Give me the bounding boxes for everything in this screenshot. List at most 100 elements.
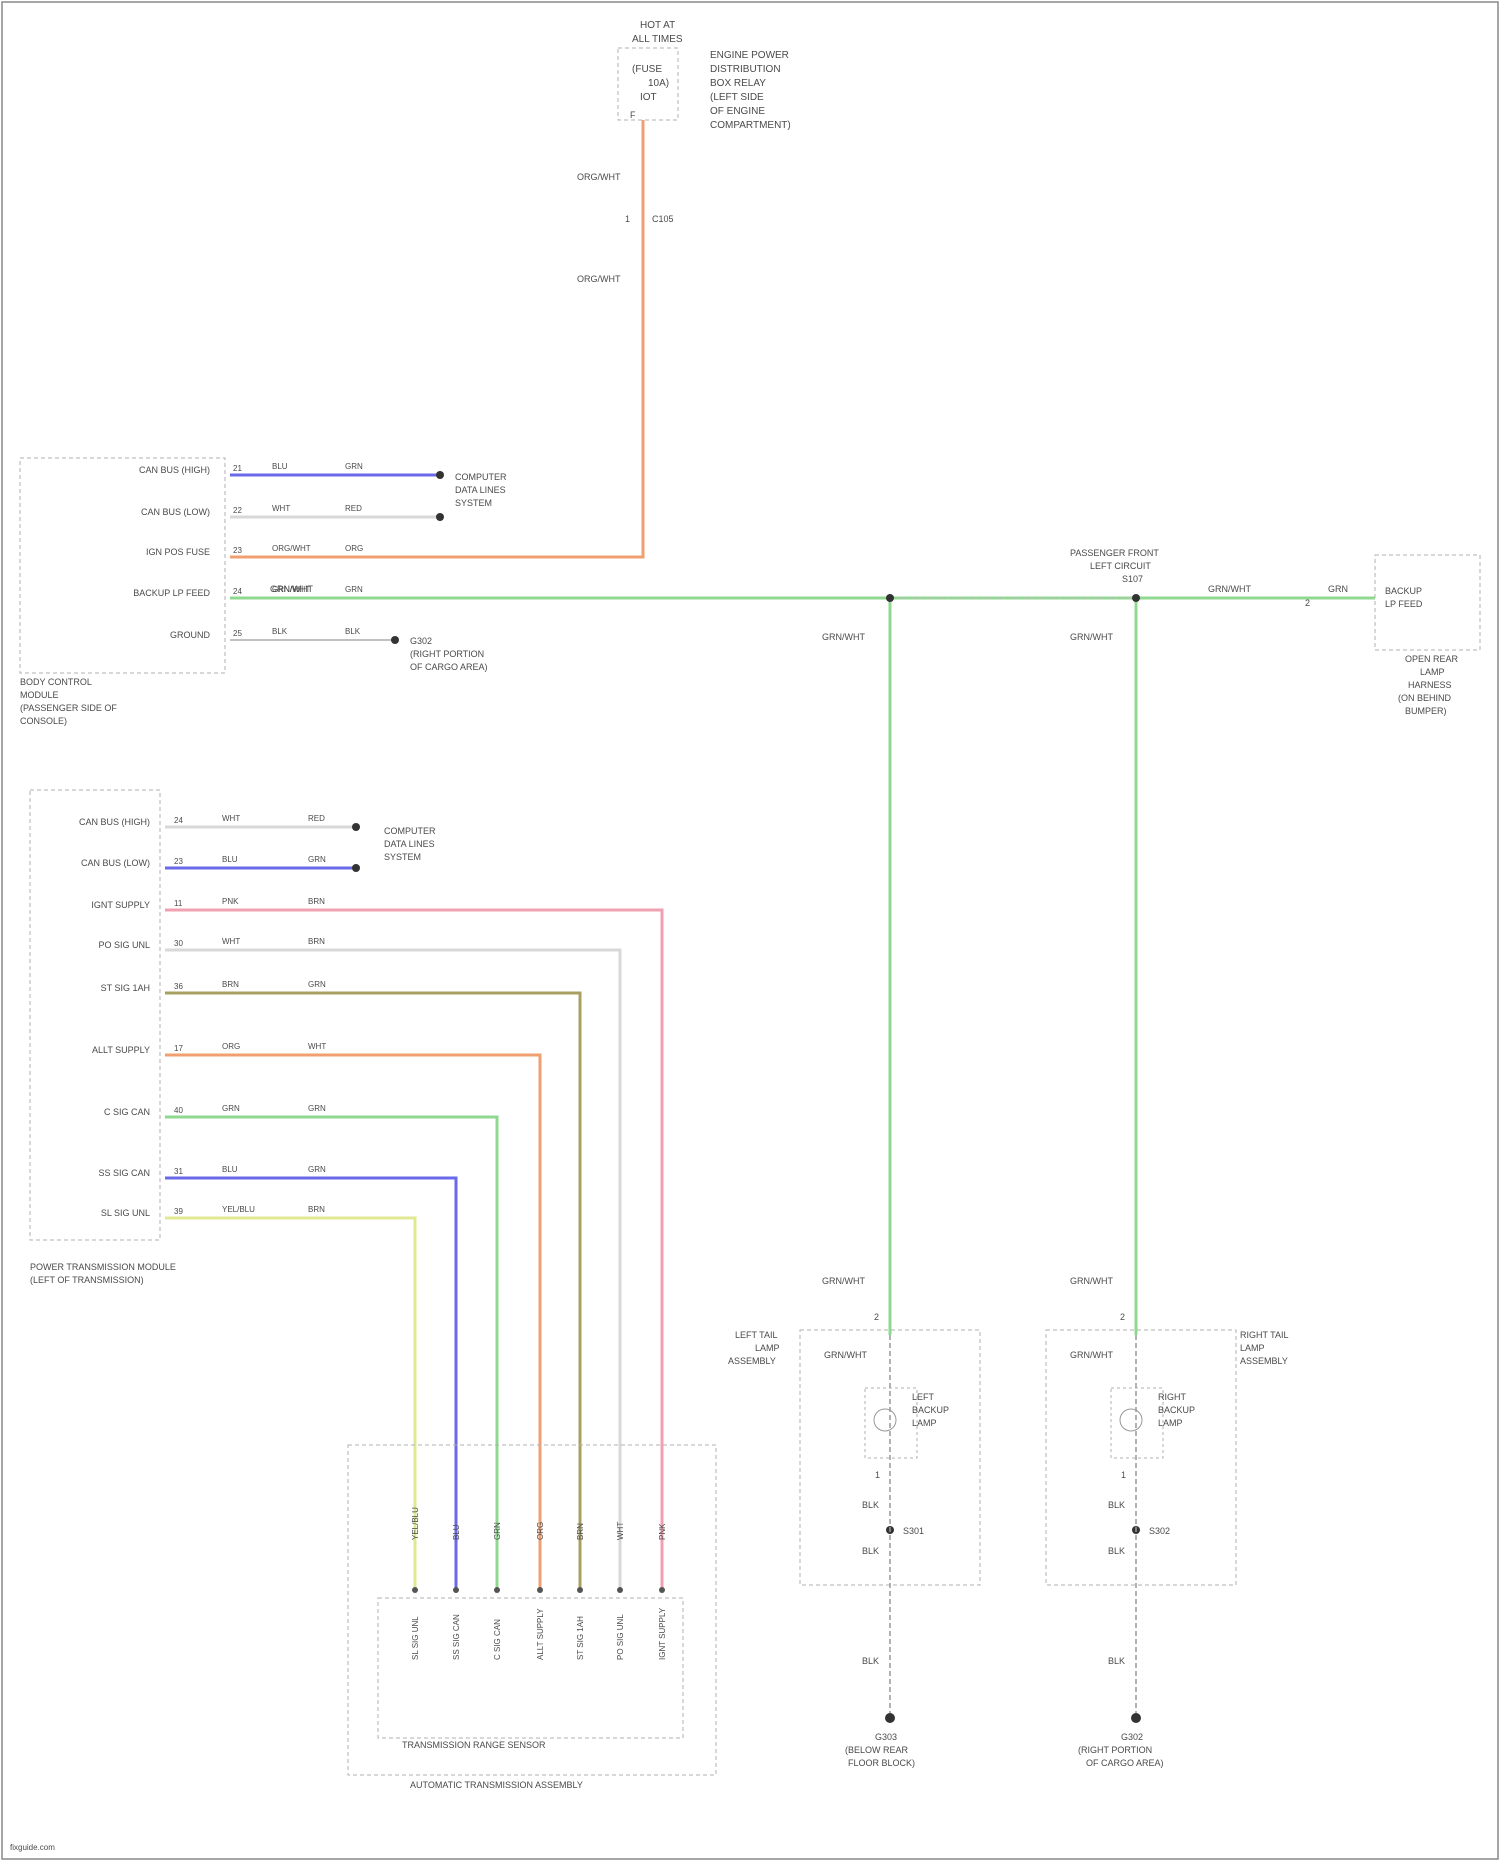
bcm-outline [20,458,225,673]
fuse-label-1: (FUSE [632,64,662,75]
svg-text:GRN/WHT: GRN/WHT [1070,1350,1113,1360]
range-pin-dot [659,1587,665,1593]
backup-wire-label-right: GRN/WHT [1208,584,1251,594]
tcm-pin-label: ST SIG 1AH [101,983,150,993]
tcm-pin-label: CAN BUS (LOW) [81,858,150,868]
range-pin-dot [577,1587,583,1593]
svg-text:COMPUTER: COMPUTER [455,472,507,482]
range-pin-dot [537,1587,543,1593]
svg-text:LAMP: LAMP [1240,1343,1265,1353]
tcm-pin-label: ALLT SUPPLY [92,1045,150,1055]
svg-text:RIGHT: RIGHT [1158,1392,1187,1402]
range-pin-dot [494,1587,500,1593]
svg-text:BLK: BLK [1108,1546,1125,1556]
svg-text:2: 2 [1120,1312,1125,1322]
svg-text:BACKUP: BACKUP [1385,586,1422,596]
right-bulb-icon [1120,1409,1142,1431]
svg-text:1: 1 [1121,1470,1126,1480]
data-link-label-2: COMPUTER DATA LINES SYSTEM [384,826,436,862]
tcm-range-wire [165,1055,540,1588]
svg-text:COMPUTER: COMPUTER [384,826,436,836]
svg-text:(PASSENGER SIDE OF: (PASSENGER SIDE OF [20,703,117,713]
svg-text:GRN/WHT: GRN/WHT [824,1350,867,1360]
svg-text:S302: S302 [1149,1526,1170,1536]
tcm-pin-label: SL SIG UNL [101,1208,150,1218]
bcm-pin-label: IGN POS FUSE [146,547,210,557]
svg-text:BACKUP: BACKUP [912,1405,949,1415]
range-sensor-label: TRANSMISSION RANGE SENSOR [402,1740,546,1750]
right-ground-wire-label: BLK [1108,1656,1125,1666]
svg-text:BLK: BLK [862,1500,879,1510]
svg-text:1: 1 [875,1470,880,1480]
backup-wire-label: GRN/WHT [270,584,313,594]
range-wire-label: YEL/BLU [411,1507,420,1540]
fuse-label-2: 10A) [648,78,669,89]
svg-text:(LEFT OF TRANSMISSION): (LEFT OF TRANSMISSION) [30,1275,144,1285]
tcm-range-wire [165,993,580,1588]
fuse-header-2: ALL TIMES [632,34,683,45]
svg-text:2: 2 [1305,598,1310,608]
tcm-wire-color-1: WHT [222,814,240,823]
bcm-wire-color-2: ORG [345,544,363,553]
bcm-wire-color-2: RED [345,504,362,513]
svg-text:LEFT: LEFT [912,1392,935,1402]
bcm-wire-color-2: GRN [345,585,363,594]
data-link-dot-2 [436,513,444,521]
bcm-pin-label: GROUND [170,630,210,640]
tcm-wire-color-1: BLU [222,855,238,864]
range-wire-label: WHT [616,1522,625,1540]
fuse-block: HOT AT ALL TIMES (FUSE 10A) IOT F ENGINE… [618,20,791,131]
ground-ref-label-1: G302 (RIGHT PORTION OF CARGO AREA) [410,636,488,672]
bcm-pin-label: CAN BUS (LOW) [141,507,210,517]
range-pin-label: SS SIG CAN [452,1614,461,1660]
svg-text:LEFT CIRCUIT: LEFT CIRCUIT [1090,561,1151,571]
tcm-pin-number: 31 [174,1167,183,1176]
range-pin-dot [412,1587,418,1593]
svg-text:ASSEMBLY: ASSEMBLY [728,1356,776,1366]
tcm-pin-label: C SIG CAN [104,1107,150,1117]
svg-text:POWER TRANSMISSION MODULE: POWER TRANSMISSION MODULE [30,1262,176,1272]
tcm-pin-label: SS SIG CAN [98,1168,150,1178]
ground-dot [391,636,399,644]
tcm-wire-color-2: GRN [308,855,326,864]
range-pin-dot [453,1587,459,1593]
ign-wire-label-top: ORG/WHT [577,172,621,182]
trans-assembly-label: AUTOMATIC TRANSMISSION ASSEMBLY [410,1780,583,1790]
tcm-pin-number: 11 [174,899,183,908]
tcm-pin-label: PO SIG UNL [98,940,150,950]
tcm-wire-color-1: PNK [222,897,239,906]
bcm-wire-color-2: GRN [345,462,363,471]
tcm-wire-color-1: WHT [222,937,240,946]
tcm-wire-color-2: GRN [308,980,326,989]
svg-text:LEFT TAIL: LEFT TAIL [735,1330,778,1340]
svg-text:COMPARTMENT): COMPARTMENT) [710,120,791,131]
tcm-pin-number: 23 [174,857,183,866]
left-vwire-label-bottom: GRN/WHT [822,1276,865,1286]
range-pin-dot [617,1587,623,1593]
svg-text:S107: S107 [1122,574,1143,584]
tcm-wire-color-2: BRN [308,897,325,906]
fuse-pin: F [630,110,636,120]
ground-g303-icon [885,1713,895,1723]
range-wire-label: BRN [576,1523,585,1540]
tcm-pin-number: 39 [174,1207,183,1216]
data-link-dot-3 [352,823,360,831]
svg-text:BODY CONTROL: BODY CONTROL [20,677,92,687]
tcm-wire-color-2: BRN [308,1205,325,1214]
svg-text:LAMP: LAMP [912,1418,937,1428]
range-pin-label: SL SIG UNL [411,1616,420,1660]
bcm-pin-label: CAN BUS (HIGH) [139,465,210,475]
right-vwire-label-top: GRN/WHT [1070,632,1113,642]
tcm-pin-number: 30 [174,939,183,948]
tcm-wire-color-2: BRN [308,937,325,946]
left-ground-wire-label: BLK [862,1656,879,1666]
svg-text:(ON BEHIND: (ON BEHIND [1398,693,1452,703]
fuse-label-3: IOT [640,92,657,103]
svg-text:CONSOLE): CONSOLE) [20,716,67,726]
svg-text:LAMP: LAMP [1420,667,1445,677]
bcm-pin-label: BACKUP LP FEED [133,588,210,598]
svg-text:BACKUP: BACKUP [1158,1405,1195,1415]
tcm-wire-color-1: BRN [222,980,239,989]
range-wire-label: BLU [452,1524,461,1540]
